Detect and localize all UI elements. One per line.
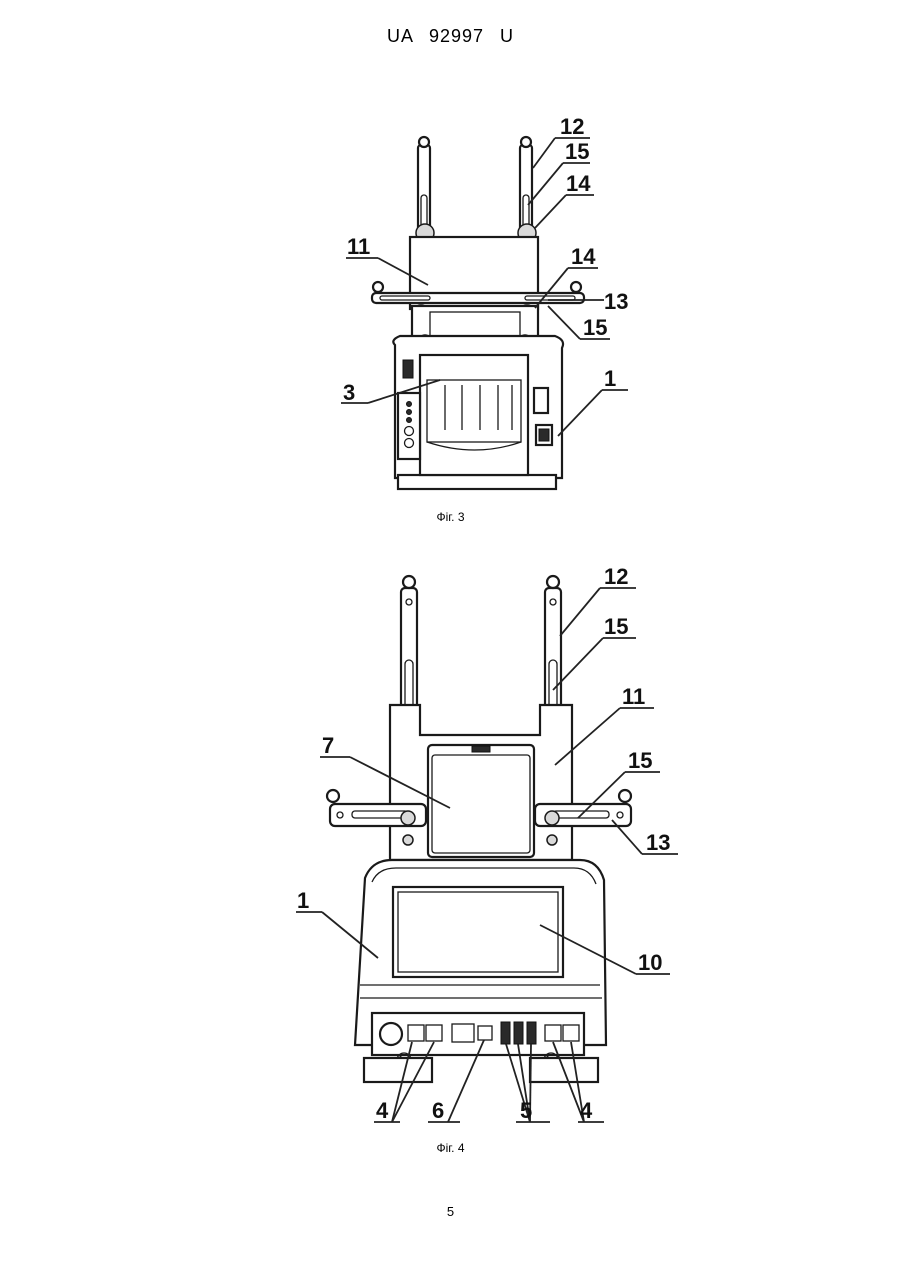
ref-label-7: 7 <box>322 733 334 758</box>
ref-label-12: 12 <box>604 564 628 589</box>
ref-label-15: 15 <box>604 614 628 639</box>
ref-label-15: 15 <box>628 748 652 773</box>
ref-label-11: 11 <box>622 684 645 709</box>
ref-label-4: 4 <box>580 1098 593 1123</box>
ref-label-3: 3 <box>343 380 355 405</box>
ref-label-14: 14 <box>566 171 591 196</box>
ref-label-4: 4 <box>376 1098 389 1123</box>
page-number: 5 <box>0 1204 901 1219</box>
ref-label-1: 1 <box>297 888 309 913</box>
ref-label-12: 12 <box>560 114 584 139</box>
ref-label-15: 15 <box>565 139 589 164</box>
ref-label-14: 14 <box>571 244 596 269</box>
ref-label-5: 5 <box>520 1098 532 1123</box>
ref-label-6: 6 <box>432 1098 444 1123</box>
ref-label-13: 13 <box>646 830 670 855</box>
ref-label-13: 13 <box>604 289 628 314</box>
ref-label-1: 1 <box>604 366 616 391</box>
ref-label-10: 10 <box>638 950 662 975</box>
figure-4-drawing <box>327 576 631 1082</box>
ref-label-15: 15 <box>583 315 607 340</box>
ref-label-11: 11 <box>347 234 370 259</box>
figure-3-caption: Фіг. 3 <box>0 510 901 524</box>
figure-4-caption: Фіг. 4 <box>0 1141 901 1155</box>
figure-3-drawing <box>372 137 584 489</box>
